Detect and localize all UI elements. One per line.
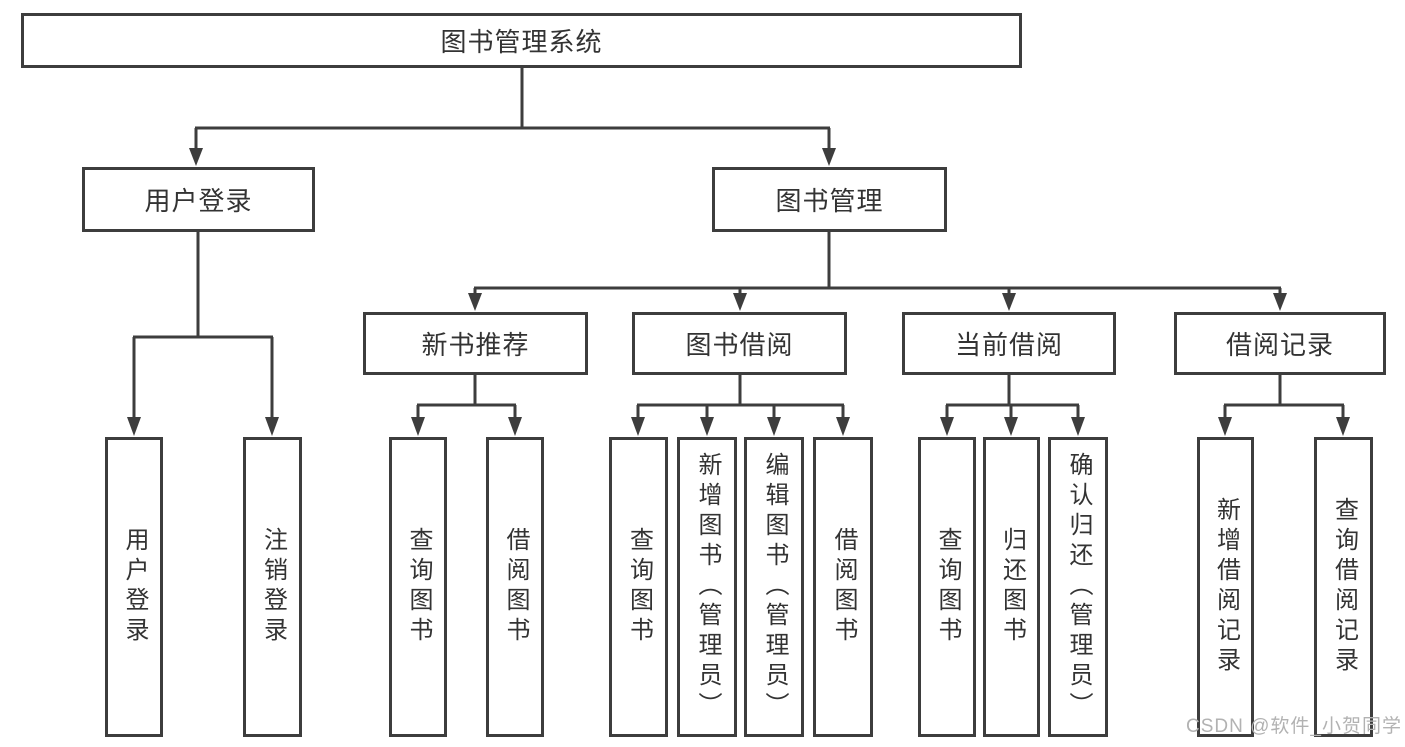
arrowheads-user-login xyxy=(127,417,279,436)
leaf-add-borrow-record: 新增借阅记录 xyxy=(1197,437,1254,737)
node-user-login: 用户登录 xyxy=(82,167,315,232)
connector-book-mgmt-to-level3 xyxy=(473,232,1282,296)
arrowheads-level2 xyxy=(189,148,836,166)
leaf-logout: 注销登录 xyxy=(243,437,302,737)
arrowhead xyxy=(508,417,522,436)
arrowhead xyxy=(1002,293,1016,311)
leaf-borrow-books-label: 借阅图书 xyxy=(830,527,857,647)
node-borrow-records: 借阅记录 xyxy=(1174,312,1386,375)
leaf-user-login-label: 用户登录 xyxy=(121,527,148,647)
leaf-add-borrow-record-label: 新增借阅记录 xyxy=(1212,497,1240,677)
leaf-return-books: 归还图书 xyxy=(983,437,1040,737)
connector-root-to-level2 xyxy=(194,68,831,150)
leaf-add-books-admin: 新增图书（管理员） xyxy=(677,437,737,737)
leaf-query-borrow-record-label: 查询借阅记录 xyxy=(1330,497,1358,677)
leaf-edit-books-admin-label: 编辑图书（管理员） xyxy=(761,452,788,722)
leaf-query-borrow-record: 查询借阅记录 xyxy=(1314,437,1373,737)
watermark: CSDN @软件_小贺同学 xyxy=(1186,716,1402,737)
leaf-add-books-admin-label: 新增图书（管理员） xyxy=(694,452,721,722)
leaf-edit-books-admin: 编辑图书（管理员） xyxy=(744,437,804,737)
arrowheads-level3 xyxy=(468,293,1287,311)
arrowheads-book-borrow xyxy=(631,417,850,436)
node-current-borrow-label: 当前借阅 xyxy=(954,330,1063,360)
arrowhead xyxy=(1273,293,1287,311)
node-book-management: 图书管理 xyxy=(712,167,947,232)
arrowheads-current-borrow xyxy=(940,417,1085,436)
arrowhead xyxy=(1218,417,1232,436)
leaf-newbook-borrow-books: 借阅图书 xyxy=(486,437,544,737)
leaf-confirm-return-admin: 确认归还（管理员） xyxy=(1048,437,1108,737)
node-root: 图书管理系统 xyxy=(21,13,1022,68)
node-user-login-label: 用户登录 xyxy=(144,186,253,216)
connector-book-borrow-to-leaves xyxy=(636,375,845,420)
arrowhead xyxy=(700,417,714,436)
leaf-borrow-query-books: 查询图书 xyxy=(609,437,668,737)
connector-current-borrow-to-leaves xyxy=(945,375,1080,420)
leaf-newbook-borrow-books-label: 借阅图书 xyxy=(502,527,529,647)
leaf-logout-label: 注销登录 xyxy=(259,527,287,647)
leaf-borrow-books: 借阅图书 xyxy=(813,437,873,737)
arrowhead xyxy=(940,417,954,436)
node-current-borrow: 当前借阅 xyxy=(902,312,1116,375)
connector-borrow-records-to-leaves xyxy=(1223,375,1345,420)
arrowhead xyxy=(127,417,141,436)
node-borrow-records-label: 借阅记录 xyxy=(1225,330,1334,360)
arrowhead xyxy=(189,148,203,166)
leaf-newbook-query-books-label: 查询图书 xyxy=(405,527,432,647)
node-new-book-recommend-label: 新书推荐 xyxy=(421,330,530,360)
arrowheads-borrow-records xyxy=(1218,417,1350,436)
arrowhead xyxy=(1071,417,1085,436)
leaf-newbook-query-books: 查询图书 xyxy=(389,437,447,737)
node-book-management-label: 图书管理 xyxy=(775,186,884,216)
arrowhead xyxy=(1336,417,1350,436)
arrowhead xyxy=(411,417,425,436)
arrowhead xyxy=(822,148,836,166)
leaf-user-login: 用户登录 xyxy=(105,437,163,737)
arrowhead xyxy=(836,417,850,436)
arrowhead xyxy=(733,293,747,311)
leaf-confirm-return-admin-label: 确认归还（管理员） xyxy=(1065,452,1092,722)
node-new-book-recommend: 新书推荐 xyxy=(363,312,588,375)
arrowhead xyxy=(631,417,645,436)
arrowheads-new-book-recommend xyxy=(411,417,522,436)
arrowhead xyxy=(468,293,482,311)
node-book-borrow: 图书借阅 xyxy=(632,312,847,375)
arrowhead xyxy=(265,417,279,436)
leaf-return-books-label: 归还图书 xyxy=(998,527,1026,647)
leaf-current-query-books-label: 查询图书 xyxy=(934,527,961,647)
leaf-current-query-books: 查询图书 xyxy=(918,437,976,737)
node-book-borrow-label: 图书借阅 xyxy=(685,330,794,360)
connector-user-login-to-leaves xyxy=(132,232,274,420)
node-root-label: 图书管理系统 xyxy=(440,27,603,57)
leaf-borrow-query-books-label: 查询图书 xyxy=(625,527,653,647)
connector-new-book-recommend-to-leaves xyxy=(416,375,517,420)
arrowhead xyxy=(1004,417,1018,436)
arrowhead xyxy=(767,417,781,436)
